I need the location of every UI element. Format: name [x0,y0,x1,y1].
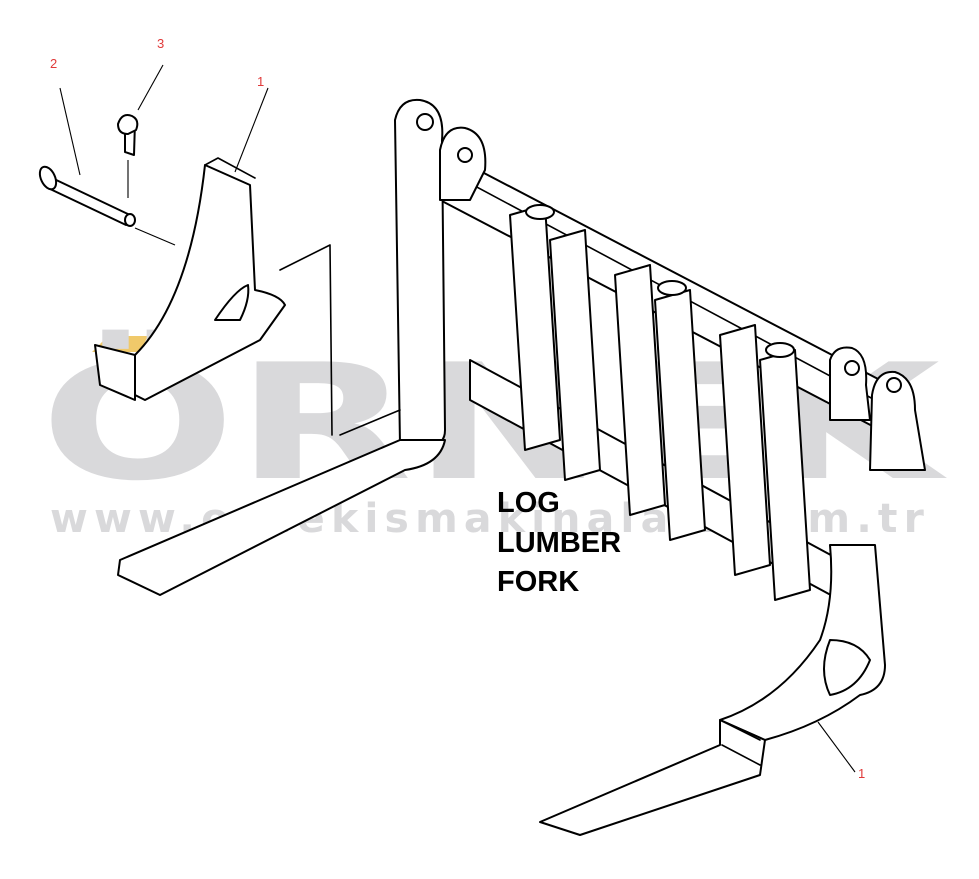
title-line-1: LOG [497,487,560,519]
callout-1-top: 1 [257,74,264,89]
callouts: 1 2 3 1 [50,36,865,781]
callout-3: 3 [157,36,164,51]
callout-2: 2 [50,56,57,71]
callout-1-bottom: 1 [858,766,865,781]
title-line-2: LUMBER [497,527,621,559]
fork-frame [117,98,926,601]
detached-tine [94,157,333,436]
pin [38,165,136,227]
diagram-title: LOG LUMBER FORK [497,487,621,598]
lock-pin [117,114,139,156]
right-tine [539,544,886,836]
leader-lines [59,64,856,773]
title-line-3: FORK [497,566,579,598]
